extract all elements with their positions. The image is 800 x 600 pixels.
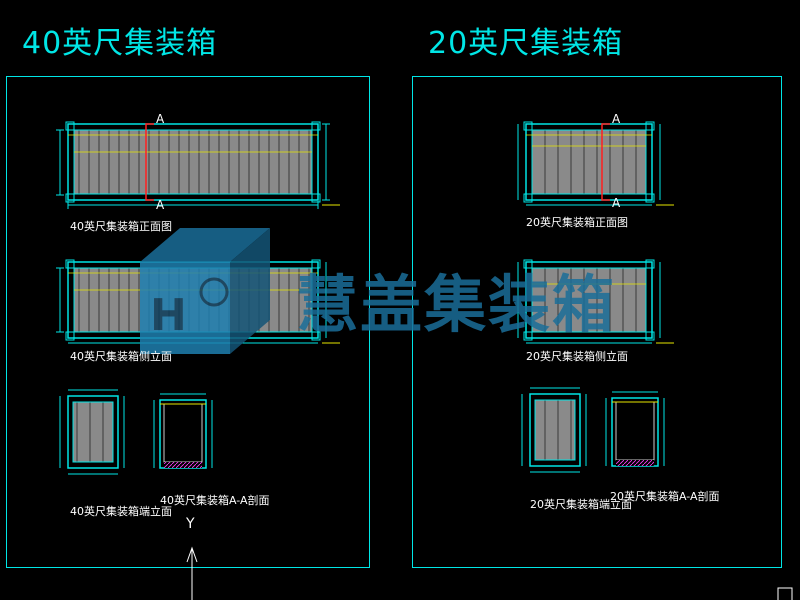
- left-section-view: [153, 393, 213, 469]
- ucs-y-label: Y: [186, 516, 195, 532]
- right-end-view: [521, 387, 587, 473]
- left-drawing-frame[interactable]: [6, 76, 370, 568]
- right-side-view: [517, 259, 674, 344]
- left-section-marker-bottom: A: [156, 198, 165, 212]
- left-title: 40英尺集装箱: [22, 26, 218, 61]
- ucs-icon: [186, 546, 198, 600]
- right-caption-front: 20英尺集装箱正面图: [526, 216, 628, 229]
- left-caption-front: 40英尺集装箱正面图: [70, 220, 172, 233]
- right-drawing-frame[interactable]: [412, 76, 782, 568]
- right-caption-side: 20英尺集装箱侧立面: [526, 350, 628, 363]
- left-caption-end: 40英尺集装箱端立面: [70, 505, 172, 518]
- right-section-view: [605, 391, 665, 467]
- left-end-view: [59, 389, 125, 475]
- right-front-view: [517, 121, 674, 206]
- left-caption-section: 40英尺集装箱A-A剖面: [160, 494, 270, 507]
- svg-text:H: H: [150, 290, 187, 341]
- watermark-text: 慧盖集装箱: [296, 268, 617, 341]
- left-section-marker-top: A: [156, 112, 165, 126]
- right-title: 20英尺集装箱: [428, 26, 624, 61]
- right-section-marker-bottom: A: [612, 196, 621, 210]
- left-front-view: [56, 121, 340, 209]
- left-caption-side: 40英尺集装箱侧立面: [70, 350, 172, 363]
- right-caption-end: 20英尺集装箱端立面: [530, 498, 632, 511]
- right-caption-section: 20英尺集装箱A-A剖面: [610, 490, 720, 503]
- right-section-marker-top: A: [612, 112, 621, 126]
- watermark-logo-cube: H: [140, 228, 270, 354]
